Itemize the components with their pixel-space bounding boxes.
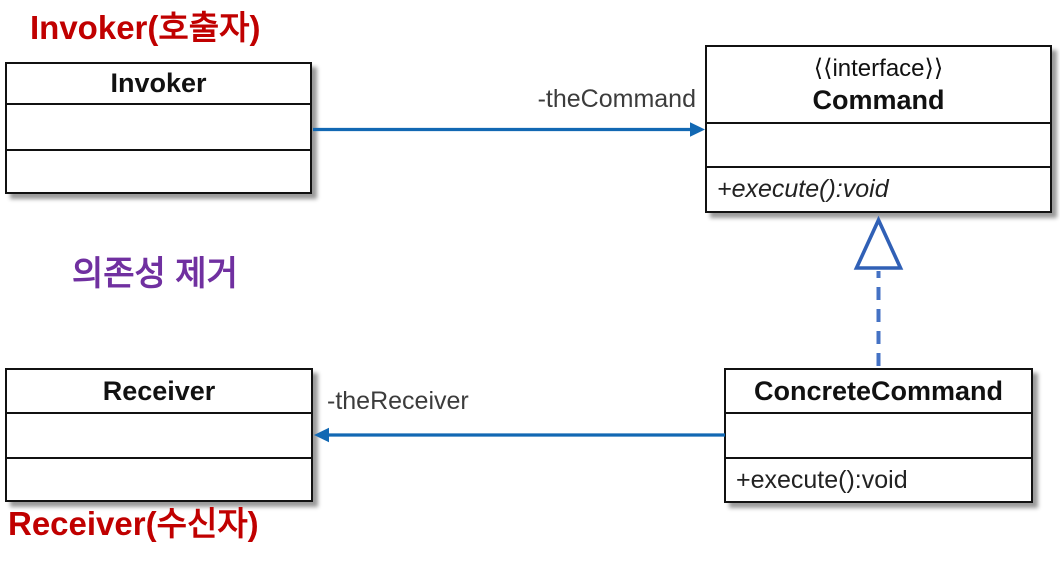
the-receiver-association-arrow bbox=[314, 427, 725, 443]
dependency-removal-caption: 의존성 제거 bbox=[72, 255, 238, 293]
arrowhead-left-icon bbox=[314, 427, 329, 443]
command-interface-box: ⟨⟨interface⟩⟩ Command +execute():void bbox=[705, 45, 1052, 213]
command-attributes-compartment bbox=[707, 122, 1050, 166]
receiver-attributes-compartment bbox=[7, 412, 311, 457]
the-receiver-association-label: -theReceiver bbox=[327, 387, 469, 415]
concrete-command-attributes-compartment bbox=[726, 412, 1031, 457]
receiver-operations-compartment bbox=[7, 457, 311, 500]
invoker-class-box: Invoker bbox=[5, 62, 312, 194]
arrowhead-right-icon bbox=[690, 122, 705, 137]
interface-stereotype: ⟨⟨interface⟩⟩ bbox=[813, 54, 944, 82]
command-execute-operation: +execute():void bbox=[707, 166, 1050, 211]
receiver-class-box: Receiver bbox=[5, 368, 313, 502]
concrete-command-class-name: ConcreteCommand bbox=[753, 375, 1004, 406]
invoker-class-name: Invoker bbox=[110, 68, 207, 98]
receiver-caption: Receiver(수신자) bbox=[8, 505, 259, 542]
realization-dashed-arrow bbox=[853, 215, 904, 366]
invoker-caption: Invoker(호출자) bbox=[30, 9, 261, 46]
the-command-association-label: -theCommand bbox=[537, 85, 696, 113]
receiver-class-name: Receiver bbox=[102, 375, 216, 406]
invoker-operations-compartment bbox=[7, 149, 310, 192]
invoker-attributes-compartment bbox=[7, 103, 310, 149]
command-interface-header: ⟨⟨interface⟩⟩ Command bbox=[707, 47, 1050, 122]
command-class-name: Command bbox=[812, 84, 945, 115]
concrete-command-class-box: ConcreteCommand +execute():void bbox=[724, 368, 1033, 503]
hollow-triangle-arrowhead-icon bbox=[853, 215, 904, 270]
concrete-command-execute-operation: +execute():void bbox=[726, 457, 1031, 501]
the-command-association-arrow bbox=[313, 122, 705, 137]
